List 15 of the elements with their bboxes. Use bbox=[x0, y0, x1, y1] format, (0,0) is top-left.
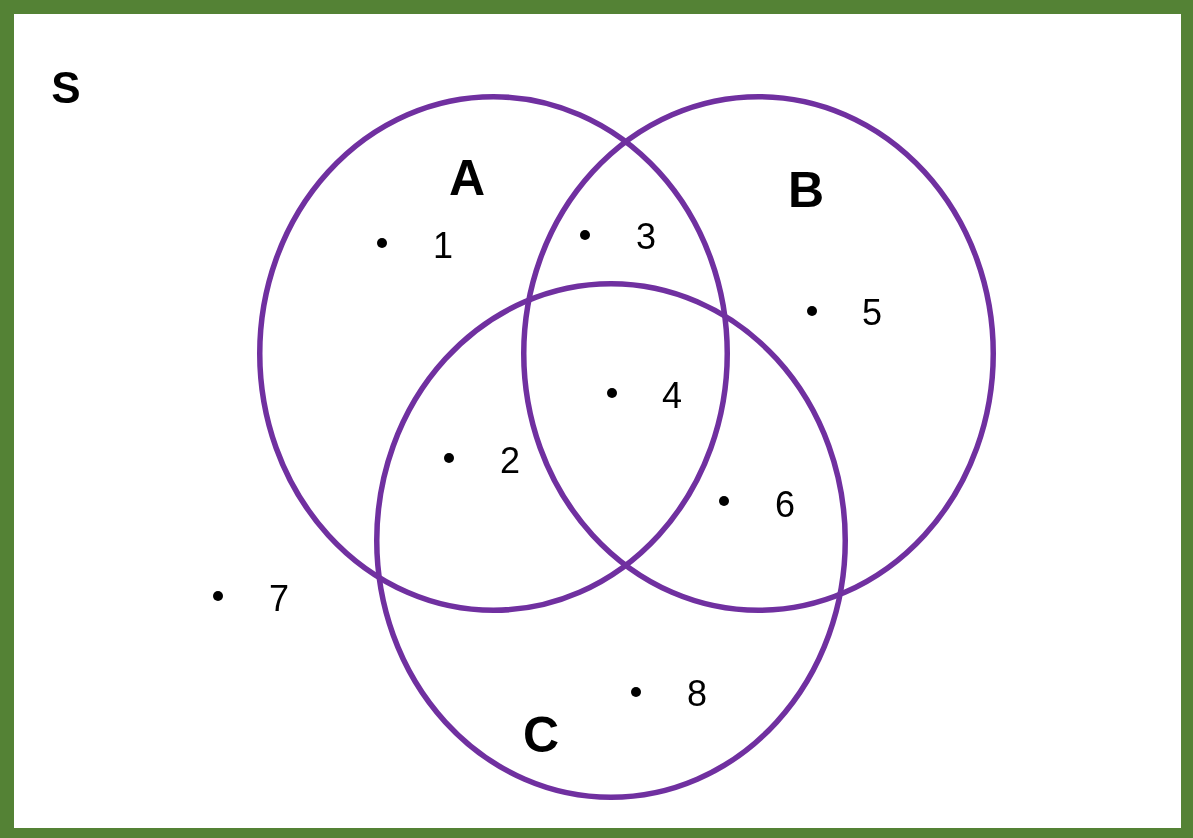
point-label: 6 bbox=[775, 487, 795, 523]
set-name: S bbox=[51, 66, 81, 110]
point-label: 5 bbox=[862, 295, 882, 331]
point-label: 1 bbox=[433, 228, 453, 264]
set-name: C bbox=[522, 710, 560, 760]
point-label: 2 bbox=[500, 443, 520, 479]
point-label: 7 bbox=[269, 581, 289, 617]
set-ellipse bbox=[521, 94, 996, 613]
set-ellipse bbox=[257, 94, 730, 613]
point-label: 8 bbox=[687, 676, 707, 712]
set-name: A bbox=[448, 153, 486, 203]
set-name: B bbox=[787, 165, 825, 215]
set-ellipse bbox=[374, 281, 848, 800]
point-label: 4 bbox=[662, 378, 682, 414]
point-label: 3 bbox=[636, 219, 656, 255]
